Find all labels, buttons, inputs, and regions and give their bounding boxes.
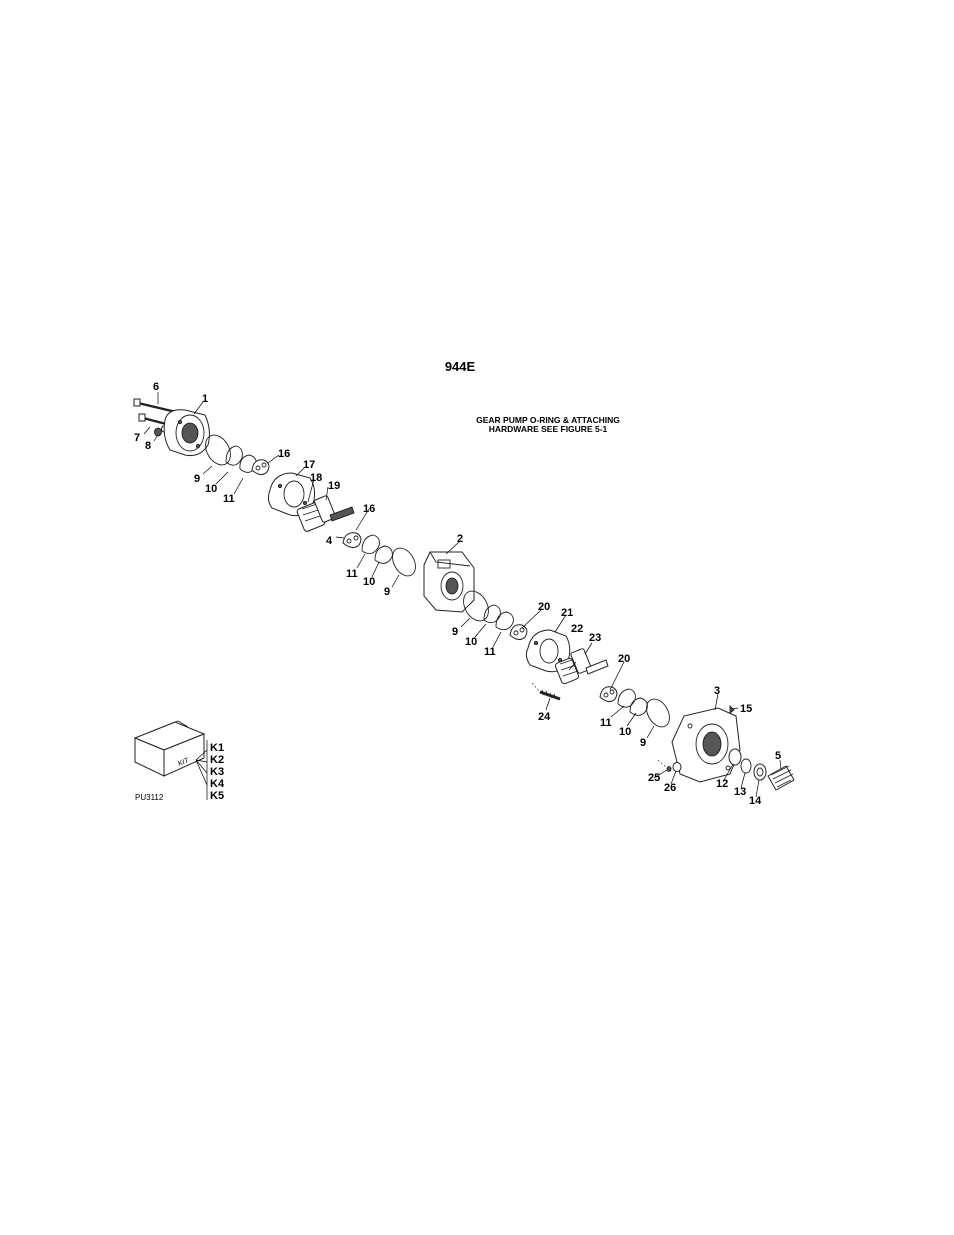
end-cover-1 xyxy=(164,410,209,456)
plate-20b xyxy=(600,687,617,702)
callout-20-b: 20 xyxy=(618,653,630,665)
seal-10c xyxy=(484,605,500,623)
callout-16-b: 16 xyxy=(363,503,375,515)
callout-9-d: 9 xyxy=(640,737,646,749)
callout-17: 17 xyxy=(303,459,315,471)
coupling-5 xyxy=(768,766,794,790)
callout-22: 22 xyxy=(571,623,583,635)
callout-24: 24 xyxy=(538,711,551,723)
callout-2: 2 xyxy=(457,533,463,545)
kit-item-k4: K4 xyxy=(210,778,225,790)
callout-11-b: 11 xyxy=(346,568,358,580)
callout-7: 7 xyxy=(134,432,140,444)
callout-11-a: 11 xyxy=(223,493,235,505)
callout-12: 12 xyxy=(716,778,728,790)
seal-11d xyxy=(618,689,635,707)
callout-1: 1 xyxy=(202,393,208,405)
callout-14: 14 xyxy=(749,795,762,807)
o-ring-9d xyxy=(642,695,674,731)
note-line-2: HARDWARE SEE FIGURE 5-1 xyxy=(489,424,608,434)
screw-25 xyxy=(658,760,671,772)
seal-11c xyxy=(496,612,513,630)
callout-26: 26 xyxy=(664,782,676,794)
callout-8: 8 xyxy=(145,440,151,452)
callout-11-d: 11 xyxy=(600,717,612,729)
plate-16a xyxy=(252,460,269,475)
callout-10-a: 10 xyxy=(205,483,217,495)
bolt-6 xyxy=(134,399,176,412)
kit-item-k2: K2 xyxy=(210,754,224,766)
callout-10-b: 10 xyxy=(363,576,375,588)
callout-19: 19 xyxy=(328,480,340,492)
plate-20a xyxy=(510,625,527,640)
callout-10-d: 10 xyxy=(619,726,631,738)
part-drawings xyxy=(134,399,794,790)
kit-item-k1: K1 xyxy=(210,742,224,754)
gear-housing-2 xyxy=(424,552,474,612)
o-ring-9b xyxy=(388,544,420,580)
ring-13 xyxy=(741,759,751,773)
kit-item-k5: K5 xyxy=(210,790,224,802)
kit-list: K1 K2 K3 K4 K5 xyxy=(210,742,225,802)
callout-21: 21 xyxy=(561,607,573,619)
callout-18: 18 xyxy=(310,472,322,484)
kit-item-k3: K3 xyxy=(210,766,224,778)
kit-box: KIT xyxy=(135,721,207,800)
figure-code: PU3112 xyxy=(135,793,164,802)
mounting-flange-3 xyxy=(672,708,740,782)
callout-10-c: 10 xyxy=(465,636,477,648)
callout-9-b: 9 xyxy=(384,586,390,598)
callout-3: 3 xyxy=(714,685,720,697)
stud-24 xyxy=(532,683,560,699)
seal-14 xyxy=(754,764,766,780)
callout-5: 5 xyxy=(775,750,781,762)
model-title: 944E xyxy=(445,359,476,374)
seal-10d xyxy=(630,698,647,715)
callout-4: 4 xyxy=(326,535,333,547)
washer-26 xyxy=(673,763,681,772)
callout-6: 6 xyxy=(153,381,159,393)
callout-16-a: 16 xyxy=(278,448,290,460)
seal-12 xyxy=(729,749,741,765)
callout-15: 15 xyxy=(740,703,752,715)
callout-25: 25 xyxy=(648,772,660,784)
callout-20-a: 20 xyxy=(538,601,550,613)
callout-13: 13 xyxy=(734,786,746,798)
plate-16b xyxy=(343,533,361,548)
callout-9-a: 9 xyxy=(194,473,200,485)
pin-15 xyxy=(730,706,734,713)
callout-9-c: 9 xyxy=(452,626,458,638)
callout-11-c: 11 xyxy=(484,646,496,658)
callout-23: 23 xyxy=(589,632,601,644)
